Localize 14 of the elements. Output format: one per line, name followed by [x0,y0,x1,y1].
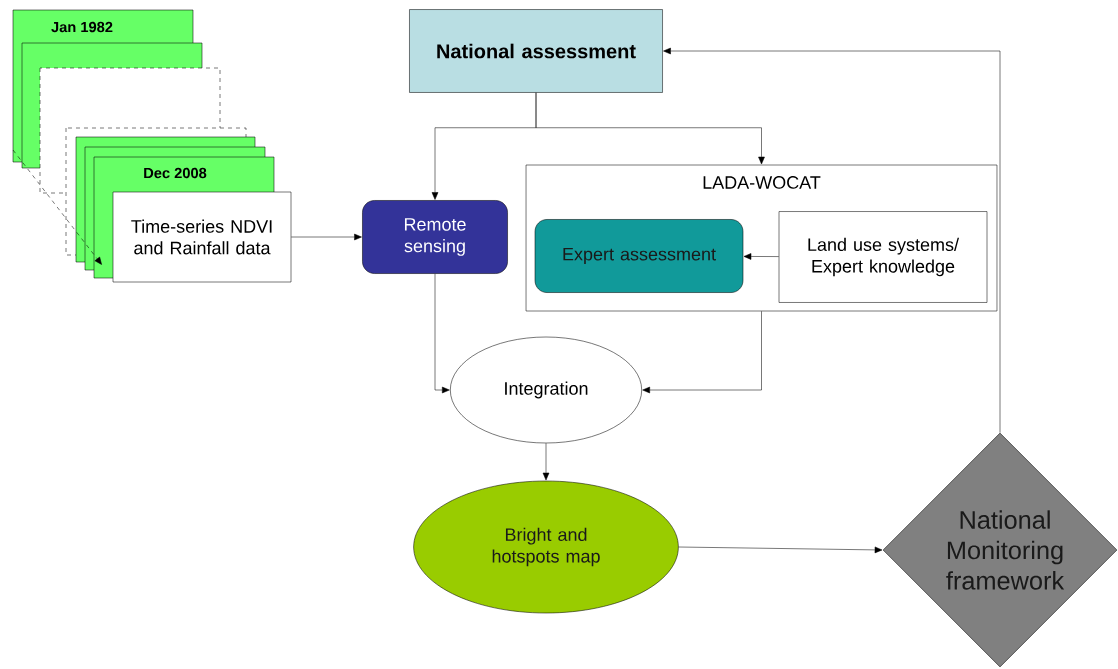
arrow [678,546,883,554]
arrow [434,273,450,394]
process-box: Remote sensing [362,200,508,274]
arrow [642,311,762,394]
process-box: National assessment [409,9,663,93]
input-box: Land use systems/ Expert knowledge [778,211,988,303]
arrow [542,443,550,481]
data-box: Time-series NDVI and Rainfall data [112,191,292,283]
process-box: Expert assessment [534,219,744,293]
arrow [291,233,362,241]
arrow [535,92,765,165]
arrow [743,253,779,260]
arrow [663,47,1001,433]
sheet-label: Jan 1982 [51,21,113,33]
